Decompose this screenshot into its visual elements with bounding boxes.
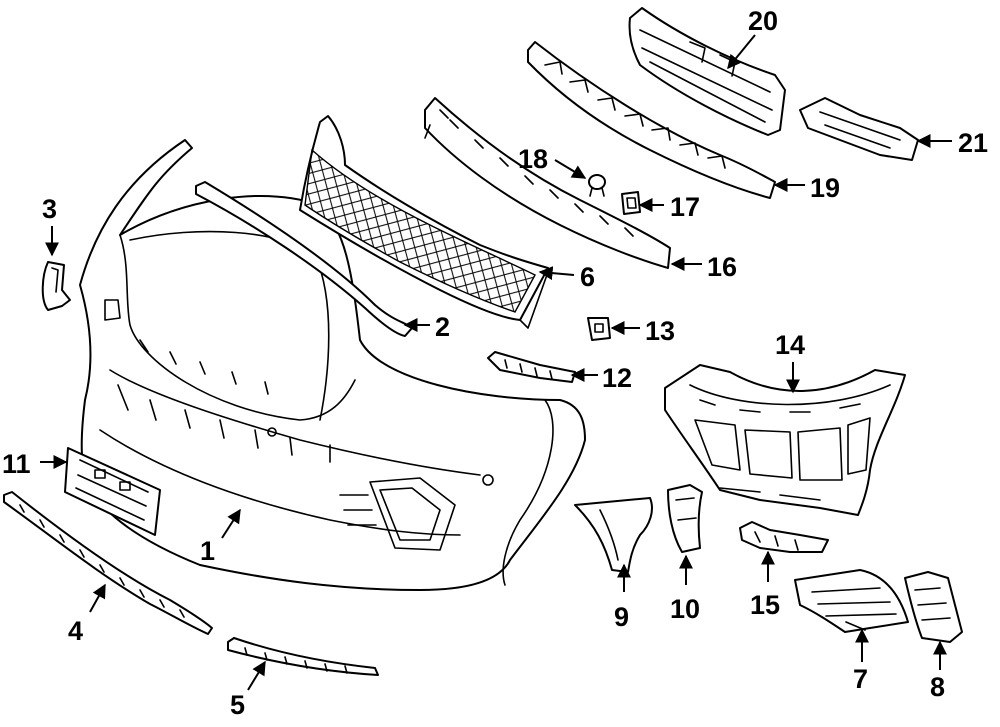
callout-1: 1: [200, 536, 215, 566]
air-duct-right-part: [667, 484, 703, 553]
callout-6: 6: [580, 262, 595, 292]
callout-13: 13: [645, 316, 675, 346]
push-pin-part: [588, 174, 606, 197]
leader-lines: [40, 34, 952, 691]
callout-7: 7: [853, 664, 868, 694]
callout-11: 11: [2, 449, 31, 479]
mounting-bracket-part: [487, 351, 576, 383]
callout-20: 20: [748, 6, 778, 36]
callout-21: 21: [958, 128, 988, 158]
callout-9: 9: [614, 602, 629, 632]
sensor-bracket-part: [739, 521, 829, 553]
side-insert-part: [904, 571, 963, 643]
bumper-support-frame-part: [664, 364, 906, 516]
leader-20: [727, 34, 756, 70]
impact-absorber-part: [527, 41, 776, 199]
callout-16: 16: [707, 252, 737, 282]
leader-5: [247, 660, 266, 691]
clip-part: [621, 191, 641, 215]
callout-4: 4: [68, 616, 83, 646]
reinforcement-beam-part: [628, 7, 786, 136]
side-mount-bracket-part: [799, 97, 919, 161]
callout-2: 2: [435, 312, 450, 342]
side-bracket-part: [41, 261, 71, 311]
leader-4: [89, 583, 106, 613]
lower-side-insert-part: [794, 569, 909, 633]
grille-mesh-part: [299, 115, 549, 329]
retainer-clip-part: [587, 317, 611, 341]
callout-8: 8: [930, 672, 945, 702]
callout-12: 12: [602, 363, 632, 393]
grille-trim-strip-part: [195, 181, 413, 337]
air-duct-left-part: [574, 497, 653, 573]
callout-labels: 1 2 3 4 5 6 7 8 9 10 11 12 13 14 15 16 1…: [2, 6, 988, 720]
callout-18: 18: [518, 144, 548, 174]
callout-10: 10: [670, 594, 700, 624]
lower-trim-insert-part: [227, 637, 379, 676]
leader-18: [554, 159, 587, 179]
lower-trim-strip-part: [3, 491, 213, 635]
callout-19: 19: [810, 173, 840, 203]
leader-1: [221, 508, 241, 539]
callout-14: 14: [775, 330, 805, 360]
callout-5: 5: [230, 690, 245, 720]
energy-absorber-part: [424, 97, 671, 269]
license-plate-bracket-part: [64, 447, 161, 536]
leader-6: [538, 266, 575, 281]
callout-3: 3: [42, 194, 57, 224]
callout-17: 17: [670, 192, 700, 222]
callout-15: 15: [750, 590, 780, 620]
